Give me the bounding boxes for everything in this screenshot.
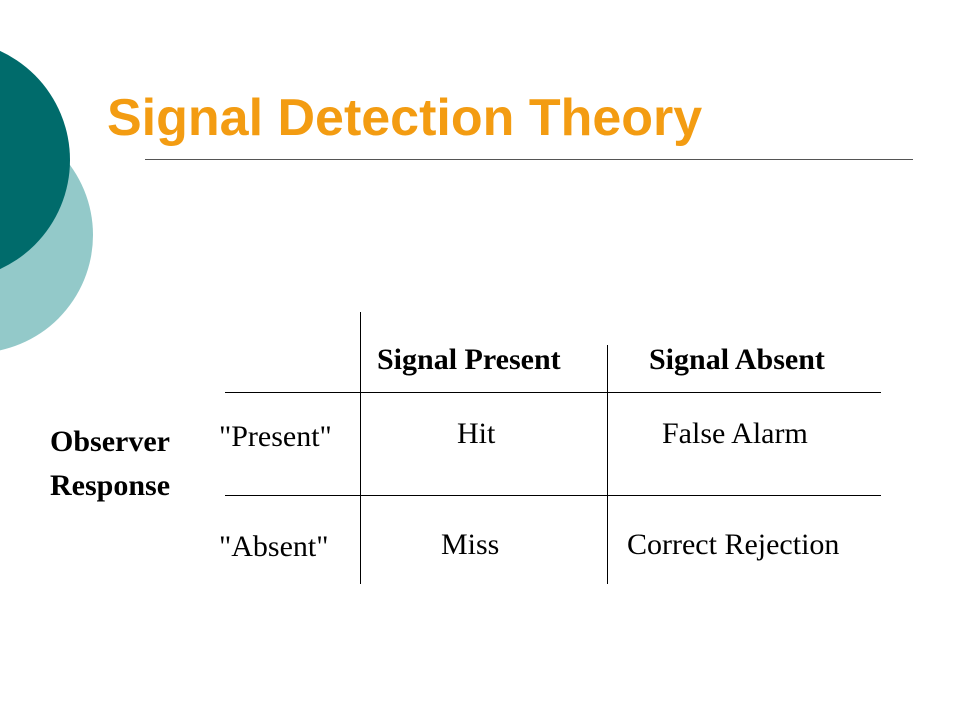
cell-miss: Miss	[441, 528, 500, 561]
column-header-signal-present: Signal Present	[377, 343, 561, 376]
row-label-present: "Present"	[219, 420, 332, 453]
row-label-absent: "Absent"	[219, 530, 329, 563]
table-vertical-line-1	[360, 312, 361, 584]
row-group-label-line-2: Response	[50, 469, 171, 502]
row-group-label: Observer Response	[50, 420, 170, 508]
table-horizontal-line-1	[225, 392, 881, 393]
cell-false-alarm: False Alarm	[662, 417, 808, 450]
cell-hit: Hit	[457, 417, 496, 450]
table-horizontal-line-2	[225, 495, 881, 496]
column-header-signal-absent: Signal Absent	[649, 343, 825, 376]
table-vertical-line-2	[607, 345, 608, 584]
title-underline	[145, 159, 913, 160]
slide-title: Signal Detection Theory	[107, 89, 703, 147]
decorative-circles	[0, 50, 93, 351]
row-group-label-line-1: Observer	[50, 425, 170, 458]
cell-correct-rejection: Correct Rejection	[627, 528, 840, 561]
